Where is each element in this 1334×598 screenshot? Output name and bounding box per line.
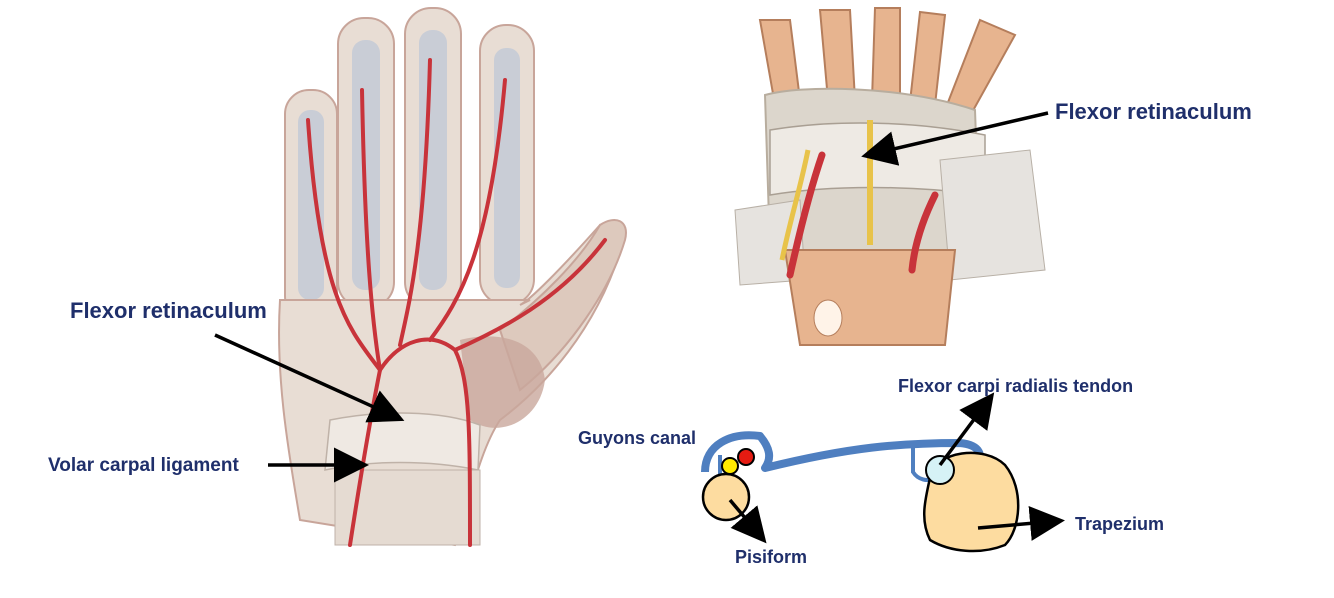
hand-thumb (498, 219, 627, 392)
palmar-hand-anatomy-illustration (278, 7, 627, 547)
wrist-cross-section-schematic (701, 431, 1020, 553)
carpal-tunnel-anatomy-illustration (734, 7, 1046, 346)
arrow-fcr-tendon (938, 392, 995, 467)
label-guyons-canal: Guyons canal (578, 428, 697, 448)
hand-arteries (306, 58, 607, 547)
retinaculum-band (701, 431, 984, 473)
arrow-pisiform (728, 498, 767, 544)
fcr-tendon-circle (925, 455, 955, 485)
arrow-flexor-retinaculum-left (214, 333, 405, 423)
label-pisiform: Pisiform (735, 547, 808, 567)
label-flexor-retinaculum-left: Flexor retinaculum (70, 298, 267, 323)
ulnar-artery-circle (737, 448, 755, 466)
label-volar-carpal-ligament: Volar carpal ligament (48, 455, 239, 476)
callout-arrows (214, 111, 1065, 544)
label-flexor-carpi-radialis-tendon: Flexor carpi radialis tendon (898, 376, 1134, 396)
label-flexor-retinaculum-right: Flexor retinaculum (1055, 99, 1252, 124)
ulnar-nerve-circle (721, 457, 739, 475)
label-trapezium: Trapezium (1075, 514, 1165, 534)
arrow-flexor-retinaculum-right (861, 111, 1049, 166)
arrow-trapezium (977, 506, 1065, 541)
